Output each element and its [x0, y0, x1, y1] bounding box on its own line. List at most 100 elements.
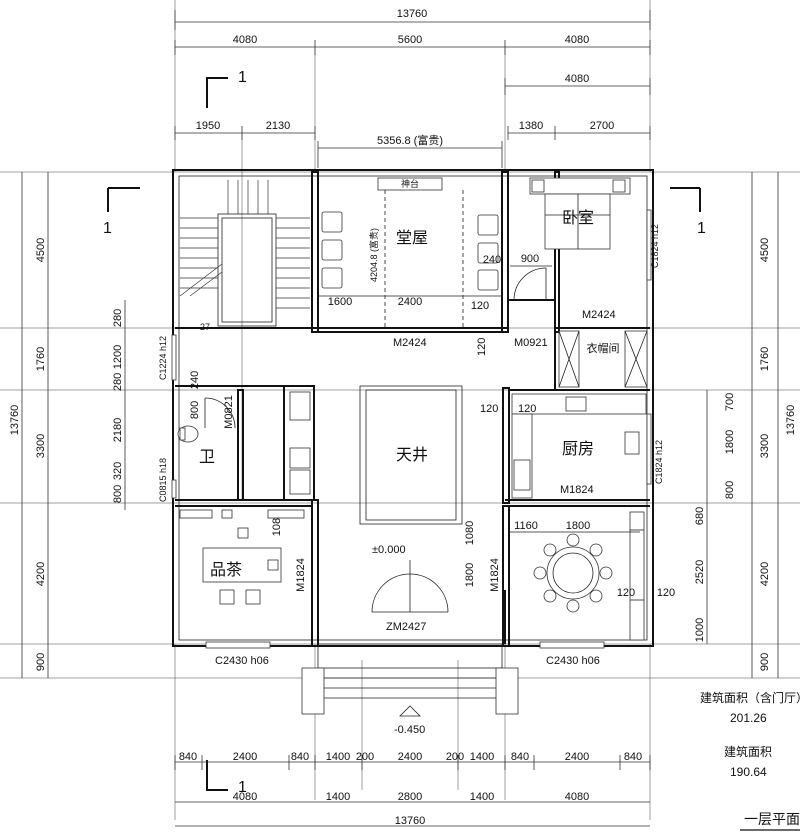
interior-walls: [175, 171, 650, 647]
left-dim-2: 1760: [35, 347, 47, 371]
section-number: 1: [238, 69, 247, 86]
bed-door-dim: 900: [521, 253, 539, 265]
dining-dim-120-a: 120: [617, 587, 635, 599]
right-inner-dim-2: 1800: [724, 430, 736, 454]
left-inner-dim-2: 1200: [112, 345, 124, 369]
window-c1224: C1224 h12: [158, 336, 168, 380]
left-side-dimensions: 13760 4500 1760 3300 4200 900 280 1200 2…: [9, 238, 124, 671]
stair-dim-text: 27: [200, 322, 210, 332]
hall-furniture: [321, 177, 499, 328]
area-value: 190.64: [730, 765, 767, 779]
left-dim-1: 4500: [35, 238, 47, 262]
hall-dim-1600: 1600: [328, 296, 352, 308]
bottom-dim-4: 1400: [326, 751, 350, 763]
right-inner-dim-4: 680: [694, 507, 706, 525]
hall-depth-dim: 4204.8 (富贵): [368, 228, 379, 282]
bath-dim-240: 240: [189, 371, 201, 389]
bottom-dim-7: 200: [446, 751, 464, 763]
door-m1824-kitchen: M1824: [560, 484, 594, 496]
window-c1824-bed: C1824 h12: [650, 224, 660, 268]
top-dim-9: 2700: [590, 120, 614, 132]
top-dim-7: 5356.8 (富贵): [377, 133, 443, 147]
window-c1824-kitchen: C1824 h12: [654, 440, 664, 484]
kitchen-dim-120-a: 120: [480, 403, 498, 415]
right-dim-2: 1760: [759, 347, 771, 371]
left-inner-dim-4: 2180: [112, 418, 124, 442]
door-m0821: M0821: [223, 395, 235, 429]
hall-dim-2400: 2400: [398, 296, 422, 308]
right-dim-5: 900: [759, 653, 771, 671]
kitchen-room-name: 厨房: [562, 439, 594, 458]
bottom-dim-3: 840: [291, 751, 309, 763]
door-m1824-right: M1824: [489, 558, 501, 592]
dining-furniture: [533, 511, 645, 641]
bottom-dim-12: 4080: [233, 791, 257, 803]
side-dimension-lines: [21, 172, 779, 678]
right-inner-dim-6: 1000: [694, 618, 706, 642]
left-dim-5: 900: [35, 653, 47, 671]
closet-furniture: [558, 330, 648, 388]
closet-room-name: 衣帽间: [587, 341, 620, 355]
bottom-dim-10: 2400: [565, 751, 589, 763]
plan-title: 一层平面: [744, 811, 800, 827]
courtyard-room-name: 天井: [396, 445, 428, 464]
section-number: 1: [103, 220, 112, 237]
kitchen-furniture: [511, 393, 652, 499]
dining-dim-1800: 1800: [566, 520, 590, 532]
right-inner-dim-1: 700: [724, 393, 736, 411]
bottom-dim-16: 4080: [565, 791, 589, 803]
hall-dim-240: 240: [483, 254, 501, 266]
bath-room-name: 卫: [199, 447, 215, 466]
bedroom-room-name: 卧室: [562, 208, 594, 227]
bottom-dim-11: 840: [624, 751, 642, 763]
bedroom-furniture: [513, 177, 652, 301]
hall-room-name: 堂屋: [396, 228, 428, 247]
bottom-dim-15: 1400: [470, 791, 494, 803]
elevation-step: -0.450: [394, 724, 425, 736]
right-dim-3: 3300: [759, 434, 771, 458]
dining-dim-120-b: 120: [657, 587, 675, 599]
bottom-dim-2: 2400: [233, 751, 257, 763]
left-total-dim: 13760: [9, 405, 21, 436]
top-dim-3: 4080: [565, 34, 589, 46]
area-label: 建筑面积: [724, 744, 772, 759]
bottom-dimension-lines: [174, 755, 651, 827]
right-inner-dim-5: 2520: [694, 560, 706, 584]
tea-room-furniture: [179, 509, 305, 605]
entry-door-swing: [371, 560, 449, 613]
section-number: 1: [697, 220, 706, 237]
bathroom-fixtures: [171, 334, 311, 499]
top-dim-4: 4080: [565, 73, 589, 85]
bottom-dim-5: 200: [356, 751, 374, 763]
right-dim-4: 4200: [759, 562, 771, 586]
entry-dim-1080: 1080: [464, 521, 476, 545]
section-marker-right: 1: [670, 187, 706, 237]
top-dim-5: 1950: [196, 120, 220, 132]
bottom-dim-9: 840: [511, 751, 529, 763]
door-m1824-left: M1824: [295, 558, 307, 592]
shrine-label: 神台: [401, 178, 419, 189]
bottom-dim-1: 840: [179, 751, 197, 763]
top-dim-6: 2130: [266, 120, 290, 132]
section-number: 1: [238, 779, 247, 796]
door-m2424-bed: M2424: [582, 309, 616, 321]
bottom-dim-13: 1400: [326, 791, 350, 803]
area-incl-label: 建筑面积（含门厅）: [700, 690, 800, 705]
top-dim-2: 5600: [398, 34, 422, 46]
right-total-dim: 13760: [785, 405, 797, 436]
bottom-dim-6: 2400: [398, 751, 422, 763]
bath-dim-800: 800: [189, 401, 201, 419]
elevation-zero: ±0.000: [372, 544, 406, 556]
left-inner-dim-6: 800: [112, 485, 124, 503]
dining-dim-1160: 1160: [514, 520, 538, 532]
entry-dim-1800: 1800: [464, 563, 476, 587]
section-marker-bottom: 1: [206, 760, 247, 796]
bottom-dim-8: 1400: [470, 751, 494, 763]
top-dim-8: 1380: [519, 120, 543, 132]
window-c2430-right: C2430 h06: [546, 655, 600, 667]
left-dim-4: 4200: [35, 562, 47, 586]
door-m0921: M0921: [514, 337, 548, 349]
kitchen-dim-120-b: 120: [518, 403, 536, 415]
left-dim-3: 3300: [35, 434, 47, 458]
